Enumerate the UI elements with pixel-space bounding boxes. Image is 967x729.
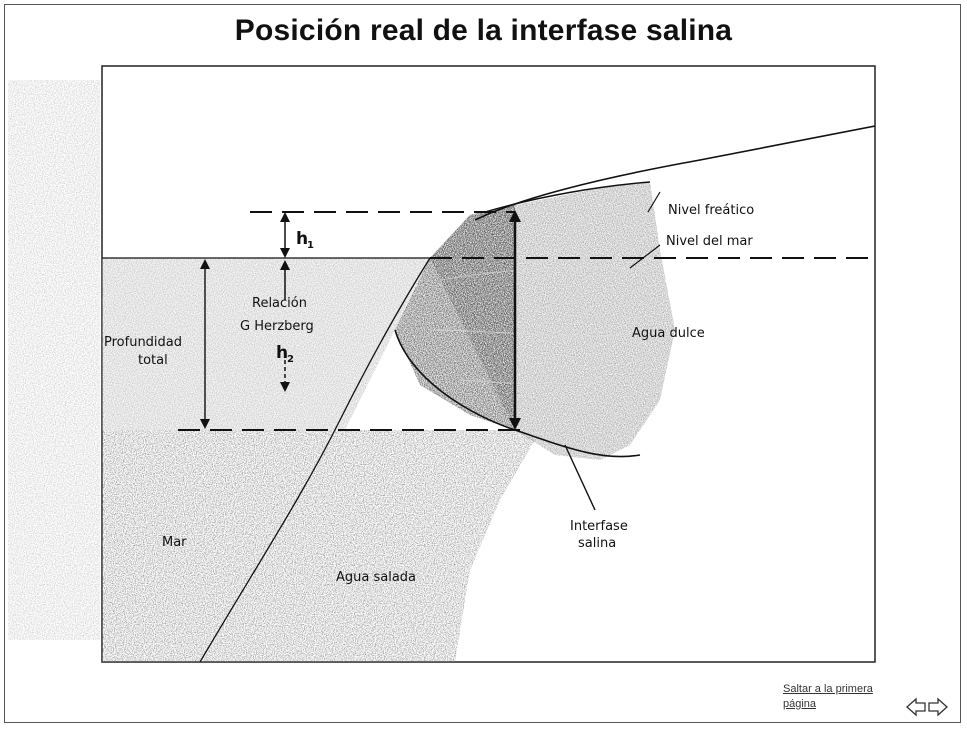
flow-line: [439, 266, 641, 281]
label-h2-sub: 2: [287, 354, 294, 365]
arrow-left-icon[interactable]: [905, 697, 927, 717]
h1-arrow-top: [280, 212, 290, 222]
h2-arrow-bottom: [280, 382, 290, 392]
total-depth-arrow-top: [200, 259, 210, 269]
sea-level-leader: [629, 244, 661, 269]
slide-frame: [4, 4, 961, 723]
label-nivel-del-mar: Nivel del mar: [666, 234, 753, 249]
sea-region: [102, 258, 430, 430]
lens-arrow-bottom: [509, 418, 521, 430]
label-relacion-line1: Relación: [252, 296, 307, 311]
label-nivel-freatico: Nivel freático: [668, 203, 754, 218]
label-interfase-line1: Interfase: [570, 519, 628, 534]
label-mar: Mar: [162, 535, 187, 550]
slide-title: Posición real de la interfase salina: [234, 14, 733, 47]
label-h1-sub: 1: [307, 240, 314, 251]
water-table-curve: [484, 181, 651, 213]
first-page-link-line1[interactable]: Saltar a la primera: [783, 683, 873, 695]
total-depth-arrow-bottom: [200, 419, 210, 429]
h2-arrow-top: [280, 260, 290, 270]
first-page-link[interactable]: Saltar a la primera página: [783, 682, 893, 712]
label-h2: h: [276, 343, 288, 363]
flow-line: [459, 379, 631, 385]
flow-line: [429, 329, 651, 337]
arrow-right-icon[interactable]: [927, 697, 949, 717]
label-agua-salada: Agua salada: [336, 570, 416, 585]
label-agua-dulce: Agua dulce: [632, 326, 705, 341]
water-table-leader: [647, 191, 661, 213]
salt-water-region: [102, 430, 535, 662]
dark-wedge: [395, 205, 515, 430]
label-relacion-line2: G Herzberg: [240, 319, 314, 334]
label-profundidad-line1: Profundidad: [104, 335, 182, 350]
label-profundidad-line2: total: [138, 353, 168, 368]
label-h1: h: [296, 229, 308, 249]
first-page-link-line2[interactable]: página: [783, 698, 817, 710]
lens-arrow-top: [509, 210, 521, 222]
interface-leader: [564, 444, 596, 511]
seabed-line: [199, 257, 431, 662]
h1-arrow-bottom: [280, 248, 290, 258]
left-margin-texture: [8, 80, 100, 640]
label-interfase-line2: salina: [578, 536, 616, 551]
